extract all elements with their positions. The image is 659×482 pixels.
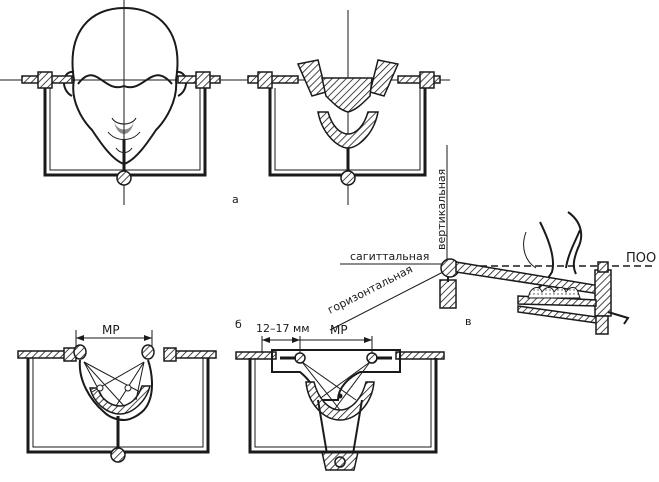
panel-v-label: в: [465, 315, 471, 328]
condyle-holder-right: [369, 59, 400, 97]
support-post: [439, 279, 457, 309]
teeth: [527, 287, 581, 299]
horizontal-axis-label: горизонтальная: [325, 263, 414, 317]
dimension-label: 12–17 мм: [256, 322, 310, 335]
front-block: [594, 269, 612, 317]
panel-b-right-assembly: 12–17 мм МР: [235, 322, 445, 471]
panel-b-label: б: [235, 318, 242, 331]
vertical-axis-label: вертикальная: [435, 169, 448, 250]
panel-b-left-assembly: МР: [17, 323, 217, 463]
panel-v-side-view: в ПОО: [329, 145, 656, 335]
sagittal-axis-label: сагиттальная: [350, 250, 429, 263]
ear-clamp-right: [195, 71, 211, 89]
panel-a-left-assembly: [0, 0, 250, 205]
panel-a-label: а: [232, 193, 239, 206]
ear-clamp-left: [37, 71, 53, 89]
poo-label: ПОО: [626, 251, 656, 266]
mp-label-left: МР: [102, 323, 120, 337]
upper-jaw-block: [321, 77, 373, 113]
frame-joint: [116, 170, 132, 186]
axis-horizontal: [329, 269, 448, 331]
mp-label-right: МР: [330, 323, 348, 337]
panel-a-right-assembly: [247, 10, 450, 205]
facebow-arm: [455, 261, 601, 295]
bite-fork-arch: [317, 111, 379, 149]
